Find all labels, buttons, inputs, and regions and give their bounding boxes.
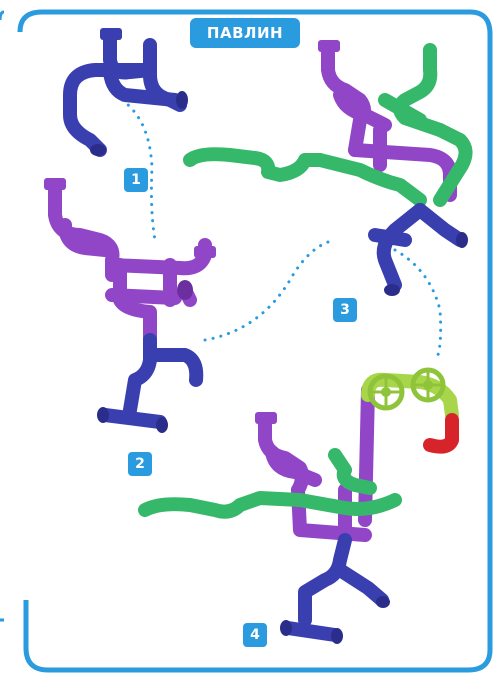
step-badge-1: 1 — [124, 168, 148, 192]
step4-part — [145, 370, 452, 644]
step-badge-4: 4 — [243, 623, 267, 647]
step2-part — [44, 178, 216, 433]
step1-part — [70, 28, 188, 156]
step-badge-3: 3 — [333, 298, 357, 322]
step-badge-2: 2 — [128, 452, 152, 476]
step3-part — [190, 40, 468, 296]
